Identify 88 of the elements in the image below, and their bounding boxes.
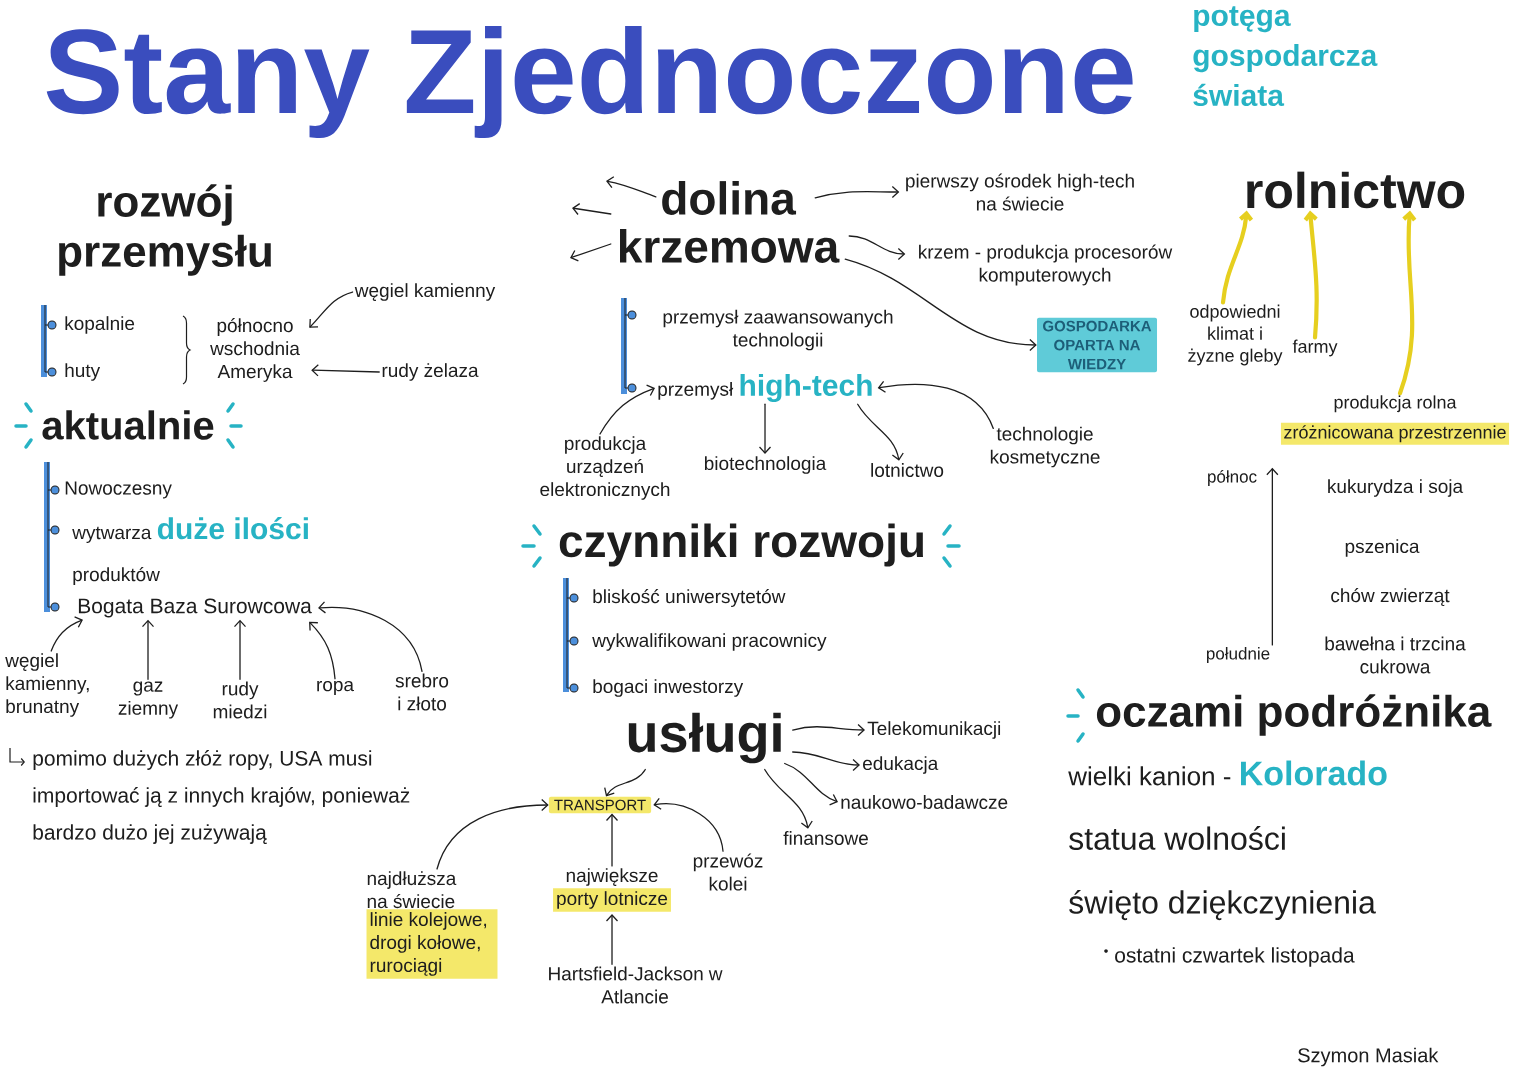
text-label: produkcja rolna zróżnicowana przestrzennie	[1280, 395, 1510, 445]
text-label: statua wolności	[1069, 826, 1285, 850]
arrow	[792, 751, 860, 772]
arrow	[1397, 210, 1417, 396]
text-label: Telekomunikacji	[867, 721, 1001, 739]
signature: Szymon Masiak	[1298, 1047, 1439, 1067]
text-label: edukacja	[863, 756, 939, 774]
arrow	[653, 797, 724, 852]
arrow	[784, 762, 838, 806]
text-label: przemysł high-tech	[658, 373, 872, 403]
text-label: węgiel kamienny, brunatny	[5, 653, 89, 717]
text-label: pszenica	[1345, 539, 1420, 557]
arrow	[1303, 210, 1319, 340]
text-label: Hartsfield-Jackson w Atlancie	[549, 966, 723, 1004]
arrow	[599, 384, 655, 435]
arrow	[814, 185, 900, 199]
arrow	[857, 403, 904, 461]
list-item: przemysł zaawansowanych technologii	[663, 309, 893, 351]
heading: oczami podróżnika	[1096, 694, 1492, 736]
text-label: rudy żelaza	[382, 363, 479, 381]
text-label: lotnictwo	[871, 463, 944, 477]
text-label: północno wschodnia Ameryka	[210, 318, 300, 382]
list-item: bogaci inwestorzy	[593, 679, 744, 697]
arrow	[877, 380, 994, 430]
subtitle: potęga gospodarcza świata	[1193, 6, 1378, 107]
arrow	[844, 258, 1037, 352]
heading: rolnictwo	[1247, 171, 1465, 209]
list-item: kopalnie	[65, 316, 135, 334]
arrow	[792, 723, 865, 737]
arrow	[570, 243, 612, 262]
text-label: krzem - produkcja procesorów komputerowych	[919, 244, 1173, 286]
arrow	[572, 203, 612, 216]
heading: rozwój przemysłu	[59, 184, 271, 276]
title: Stany Zjednoczone	[46, 26, 1133, 138]
list-item: bliskość uniwersytetów	[593, 589, 786, 607]
arrow	[606, 176, 657, 198]
arrow	[436, 798, 549, 870]
arrow	[141, 619, 155, 680]
text-label: odpowiedni klimat i żyzne gleby	[1188, 304, 1283, 366]
arrow	[848, 235, 906, 261]
text-label: chów zwierząt	[1331, 588, 1450, 606]
arrow	[309, 291, 354, 328]
arrow	[50, 616, 83, 652]
text-label: srebro i złoto	[395, 673, 449, 711]
text-label: węgiel kamienny	[354, 283, 496, 301]
text-label: pierwszy ośrodek high-tech na świecie	[906, 173, 1134, 211]
note-text: pomimo dużych złóż ropy, USA musi importować ją z innych krajów, ponieważ bardzo dużo jej zużywają	[33, 750, 410, 844]
text-label: Bogata Baza Surowcowa	[78, 598, 312, 618]
text-label: naukowo-badawcze	[841, 795, 1008, 809]
heading: aktualnie	[42, 410, 214, 440]
arrow	[318, 601, 423, 672]
arrow	[764, 768, 813, 829]
arrow	[233, 619, 247, 680]
list-item: Nowoczesny	[65, 481, 172, 499]
arrow	[758, 403, 772, 454]
list-item: wykwalifikowani pracownicy	[592, 633, 827, 651]
highlighted-label: GOSPODARKA OPARTA NA WIEDZY	[1037, 317, 1157, 373]
heading: usługi	[628, 712, 781, 764]
text-label: farmy	[1292, 339, 1338, 357]
text-label: wielki kanion - Kolorado	[1068, 760, 1387, 786]
text-label: finansowe	[783, 831, 868, 845]
heading: dolina krzemowa	[620, 181, 840, 263]
text-label: najdłuższa na świecie linie kolejowe, drogi kołowe, rurociągi	[366, 871, 498, 979]
text-label: ostatni czwartek listopada	[1115, 947, 1355, 967]
text-label: największe porty lotnicze	[553, 868, 671, 912]
arrow	[1266, 467, 1279, 646]
arrow	[605, 914, 619, 965]
text-label: południe	[1206, 647, 1270, 663]
heading: czynniki rozwoju	[559, 523, 923, 567]
text-label: gaz ziemny	[118, 681, 179, 719]
arrow	[309, 621, 336, 680]
text-label: przewóz kolei	[693, 853, 763, 891]
text-label: północ	[1208, 470, 1257, 487]
text-label: technologie kosmetyczne	[990, 426, 1100, 468]
text-label: produkcja urządzeń elektronicznych	[540, 436, 670, 500]
arrow	[311, 364, 380, 377]
arrow	[605, 813, 619, 867]
text-label: bawełna i trzcina cukrowa	[1325, 636, 1466, 674]
arrow	[604, 768, 646, 797]
text-label: rudy miedzi	[213, 681, 267, 719]
arrow	[1220, 210, 1254, 305]
text-label: biotechnologia	[704, 456, 827, 474]
list-item: huty	[65, 363, 101, 381]
text-label: kukurydza i soja	[1328, 479, 1464, 497]
text-label: święto dziękczynienia	[1069, 889, 1376, 921]
text-label: ropa	[317, 680, 354, 696]
highlighted-label: TRANSPORT	[548, 796, 652, 814]
list-item: wytwarza duże ilości produktów	[72, 517, 308, 585]
